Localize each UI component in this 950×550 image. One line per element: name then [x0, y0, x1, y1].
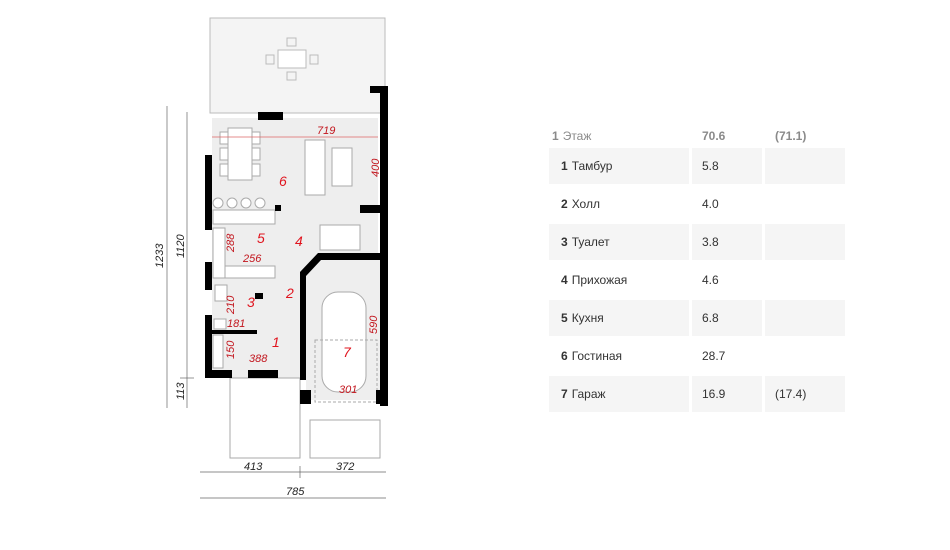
dim-590: 590: [368, 315, 380, 334]
dim-400: 400: [370, 158, 382, 177]
room-name: Туалет: [571, 235, 610, 249]
room-num: 1: [561, 159, 568, 173]
dim-left-width: 413: [244, 461, 263, 473]
room-area-alt: (17.4): [765, 376, 845, 412]
room-area: 6.8: [692, 300, 762, 336]
dim-210: 210: [225, 295, 237, 315]
room-number-7: 7: [343, 344, 352, 360]
room-name: Прихожая: [571, 273, 628, 287]
dim-porch-height: 113: [175, 382, 187, 400]
room-area: 5.8: [692, 148, 762, 184]
room-area: 4.0: [702, 197, 719, 211]
dim-388: 388: [249, 353, 268, 365]
room-name: Кухня: [571, 311, 604, 325]
floor-number: 1: [552, 129, 559, 143]
room-number-4: 4: [295, 233, 303, 249]
room-number-2: 2: [285, 285, 294, 301]
room-num: 2: [561, 197, 568, 211]
floor-area: 70.6: [702, 129, 726, 143]
room-area: 4.6: [702, 273, 719, 287]
room-number-1: 1: [272, 334, 280, 350]
room-area-alt: [765, 186, 845, 222]
floor-area-alt: (71.1): [775, 129, 807, 143]
dim-256: 256: [242, 253, 262, 265]
dim-288: 288: [225, 233, 237, 253]
dim-301: 301: [339, 384, 357, 396]
terrace: [209, 17, 386, 114]
floor-plan: 6 5 4 2 3 1 7 719 400 288 256 210 181 15…: [154, 17, 388, 499]
room-area-alt: [765, 148, 845, 184]
room-num: 5: [561, 311, 568, 325]
dim-181: 181: [227, 318, 245, 330]
dim-719: 719: [317, 125, 335, 137]
dimension-lines: [166, 106, 386, 499]
room-num: 7: [561, 387, 568, 401]
room-name: Гараж: [571, 387, 606, 401]
dim-right-width: 372: [336, 461, 354, 473]
room-num: 4: [561, 273, 568, 287]
room-number-6: 6: [279, 173, 287, 189]
room-area: 3.8: [692, 224, 762, 260]
walls: [205, 86, 388, 406]
room-name: Холл: [571, 197, 600, 211]
room-name: Гостиная: [571, 349, 623, 363]
room-area-alt: [765, 300, 845, 336]
room-area: 28.7: [702, 349, 726, 363]
room-name: Тамбур: [571, 159, 613, 173]
room-area-alt: [765, 262, 845, 298]
dim-house-height: 1120: [175, 233, 187, 258]
dim-150: 150: [225, 340, 237, 359]
furniture: [212, 127, 381, 459]
dim-total-width: 785: [286, 486, 305, 498]
room-number-3: 3: [247, 294, 255, 310]
room-area-alt: [765, 338, 845, 374]
room-number-5: 5: [257, 230, 265, 246]
room-area-alt: [765, 224, 845, 260]
room-area: 16.9: [692, 376, 762, 412]
room-num: 6: [561, 349, 568, 363]
room-num: 3: [561, 235, 568, 249]
dim-total-height: 1233: [154, 243, 166, 268]
floor-label: Этаж: [562, 129, 592, 143]
